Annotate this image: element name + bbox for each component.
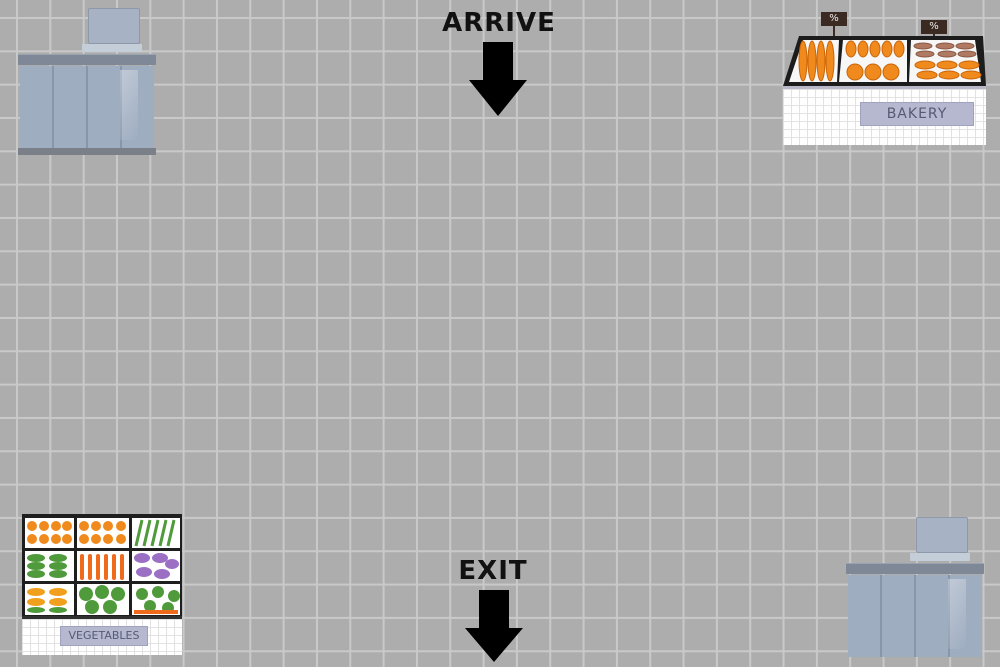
vegetable-bins-icon bbox=[22, 514, 182, 618]
arrive-arrow-icon bbox=[469, 42, 527, 116]
register-monitor bbox=[916, 517, 968, 553]
register-monitor bbox=[88, 8, 140, 44]
checkout-counter-bottom[interactable] bbox=[846, 517, 986, 667]
counter-body bbox=[848, 575, 982, 657]
price-tag: % bbox=[921, 20, 947, 34]
counter-top bbox=[846, 563, 984, 574]
register-stand bbox=[82, 44, 142, 52]
checkout-counter-top[interactable] bbox=[18, 8, 158, 158]
bakery-sign: BAKERY bbox=[860, 102, 974, 126]
counter-body bbox=[20, 66, 154, 148]
register-stand bbox=[910, 553, 970, 561]
counter-base bbox=[18, 148, 156, 155]
vegetables-sign: VEGETABLES bbox=[60, 626, 148, 646]
bread-trays-icon bbox=[783, 36, 986, 86]
counter-top bbox=[18, 54, 156, 65]
price-tag: % bbox=[821, 12, 847, 26]
vegetables-display[interactable]: VEGETABLES bbox=[22, 514, 186, 655]
exit-label: EXIT bbox=[458, 556, 528, 586]
counter-shine bbox=[120, 70, 138, 140]
bakery-display[interactable]: % % BAKERY bbox=[783, 10, 988, 145]
tag-pole bbox=[833, 26, 835, 36]
exit-arrow-icon bbox=[465, 590, 523, 662]
arrive-label: ARRIVE bbox=[442, 8, 556, 38]
counter-shine bbox=[948, 579, 966, 649]
